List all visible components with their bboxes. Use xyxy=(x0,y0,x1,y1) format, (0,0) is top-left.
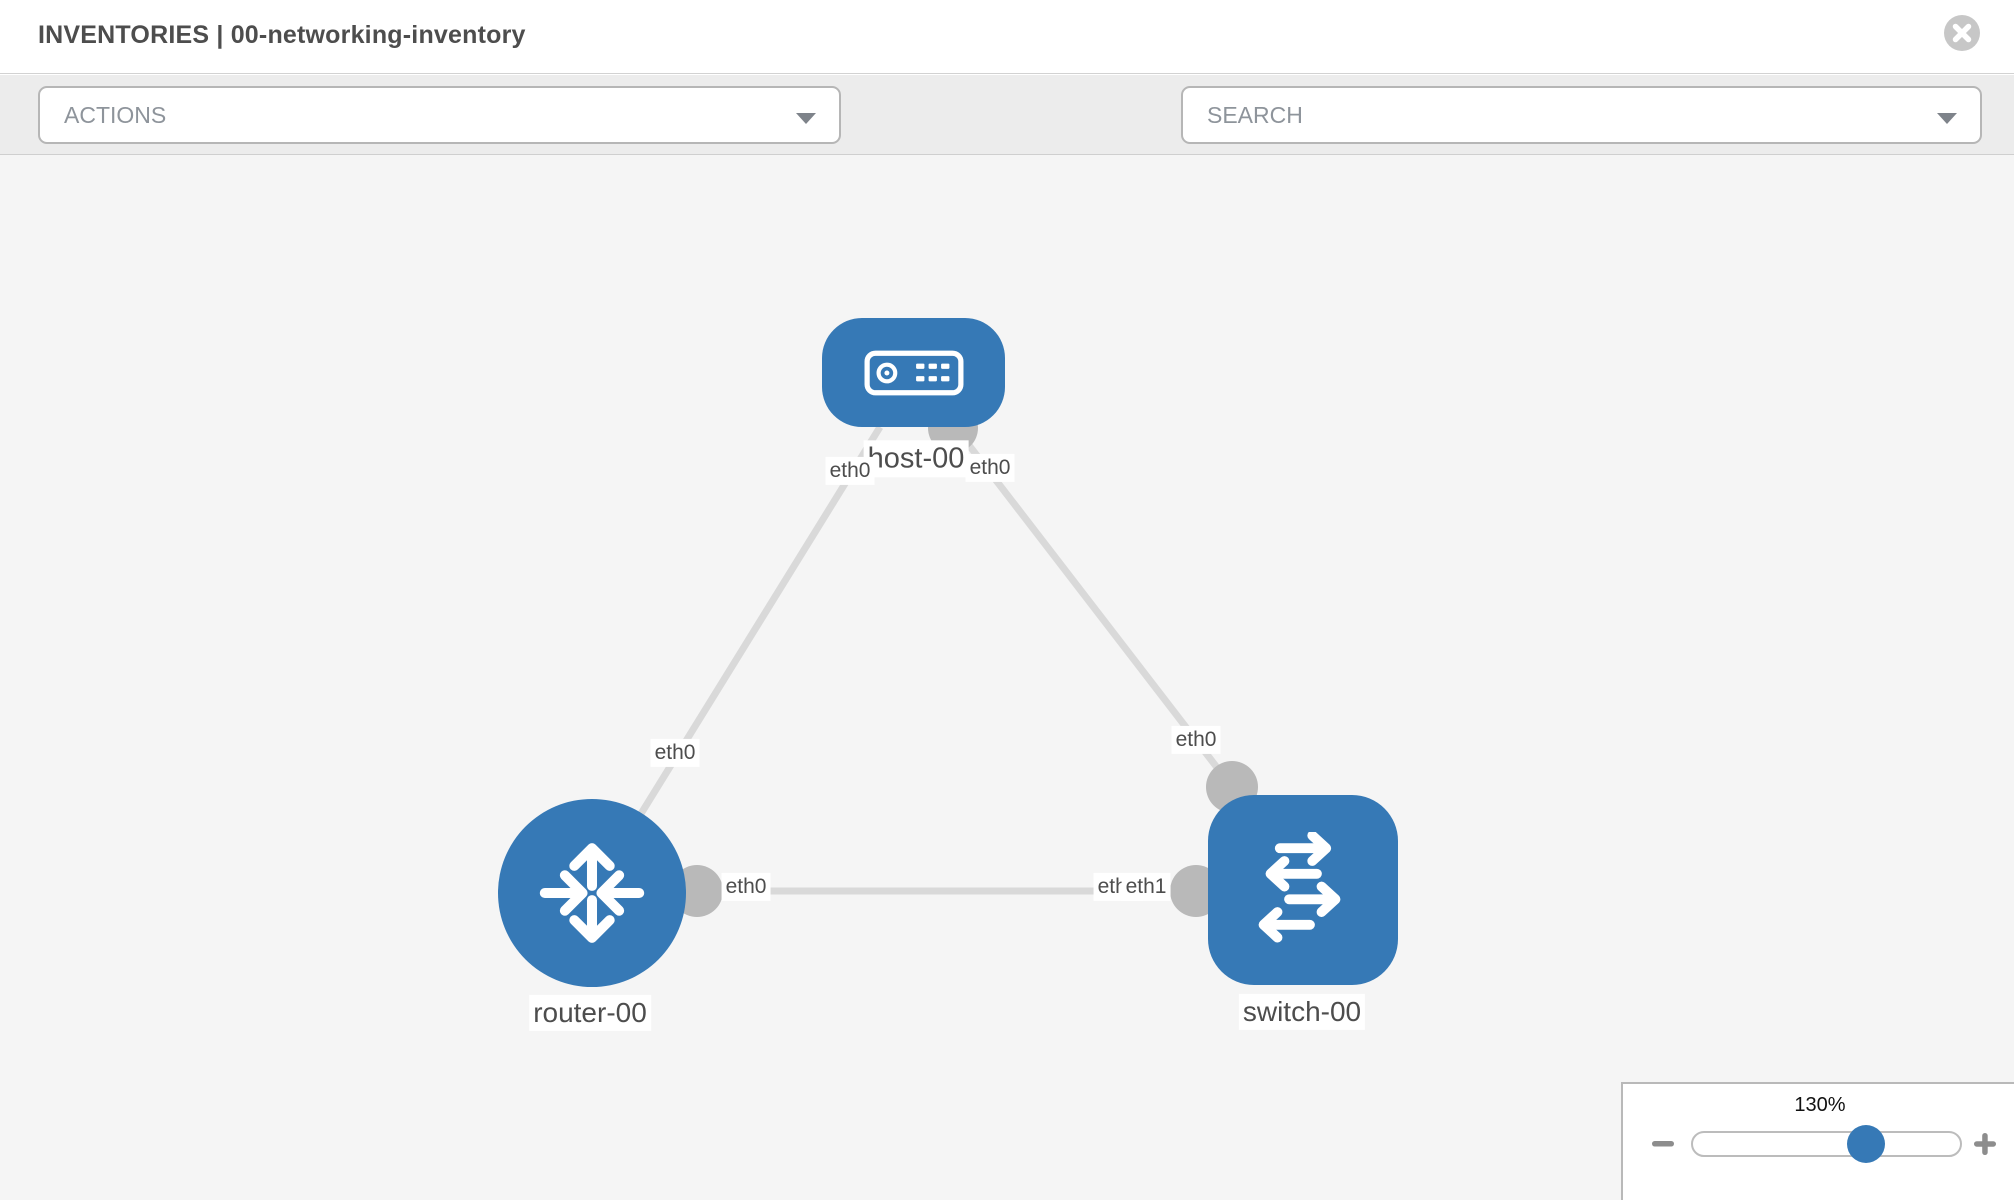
actions-dropdown-label: ACTIONS xyxy=(64,101,167,128)
zoom-in-button[interactable] xyxy=(1972,1130,1998,1156)
zoom-control-panel: 130% xyxy=(1621,1082,2014,1200)
node-label-switch-00: switch-00 xyxy=(1238,993,1366,1031)
panel-header: INVENTORIES | 00-networking-inventory xyxy=(0,0,2014,74)
node-label-router-00: router-00 xyxy=(529,994,651,1032)
node-label-host-00: host-00 xyxy=(863,440,969,478)
zoom-slider-thumb[interactable] xyxy=(1847,1125,1885,1163)
interface-label-host-eth0-right: eth0 xyxy=(965,453,1015,483)
plus-icon xyxy=(1974,1133,1996,1155)
interface-label-host-eth0-left: eth0 xyxy=(825,456,875,486)
host-icon xyxy=(864,350,963,395)
interface-label-router-eth0: eth0 xyxy=(721,872,771,902)
router-icon xyxy=(539,843,645,943)
chevron-down-icon xyxy=(1937,113,1957,124)
node-router-00[interactable] xyxy=(498,799,686,987)
close-icon xyxy=(1944,15,1980,51)
interface-label-link-eth0-right: eth0 xyxy=(1171,725,1221,755)
search-placeholder: SEARCH xyxy=(1207,101,1303,128)
actions-dropdown[interactable]: ACTIONS xyxy=(38,86,841,144)
search-dropdown[interactable]: SEARCH xyxy=(1181,86,1982,144)
chevron-down-icon xyxy=(796,113,816,124)
node-switch-00[interactable] xyxy=(1208,795,1398,985)
minus-icon xyxy=(1652,1141,1674,1147)
close-button[interactable] xyxy=(1943,14,1981,52)
node-host-00[interactable] xyxy=(822,318,1005,427)
toolbar: ACTIONS SEARCH xyxy=(0,75,2014,205)
interface-label-switch-eth1: eth1 xyxy=(1121,872,1171,902)
page-title: INVENTORIES | 00-networking-inventory xyxy=(38,21,526,49)
zoom-slider-track[interactable] xyxy=(1691,1125,1962,1163)
interface-label-link-eth0-left: eth0 xyxy=(650,738,700,768)
switch-icon xyxy=(1258,832,1341,943)
zoom-percent-value: 130% xyxy=(1794,1094,1846,1116)
zoom-out-button[interactable] xyxy=(1650,1131,1676,1157)
topology-canvas[interactable]: host-00 router-00 switch-00 eth0 eth0 et… xyxy=(0,155,2014,1200)
